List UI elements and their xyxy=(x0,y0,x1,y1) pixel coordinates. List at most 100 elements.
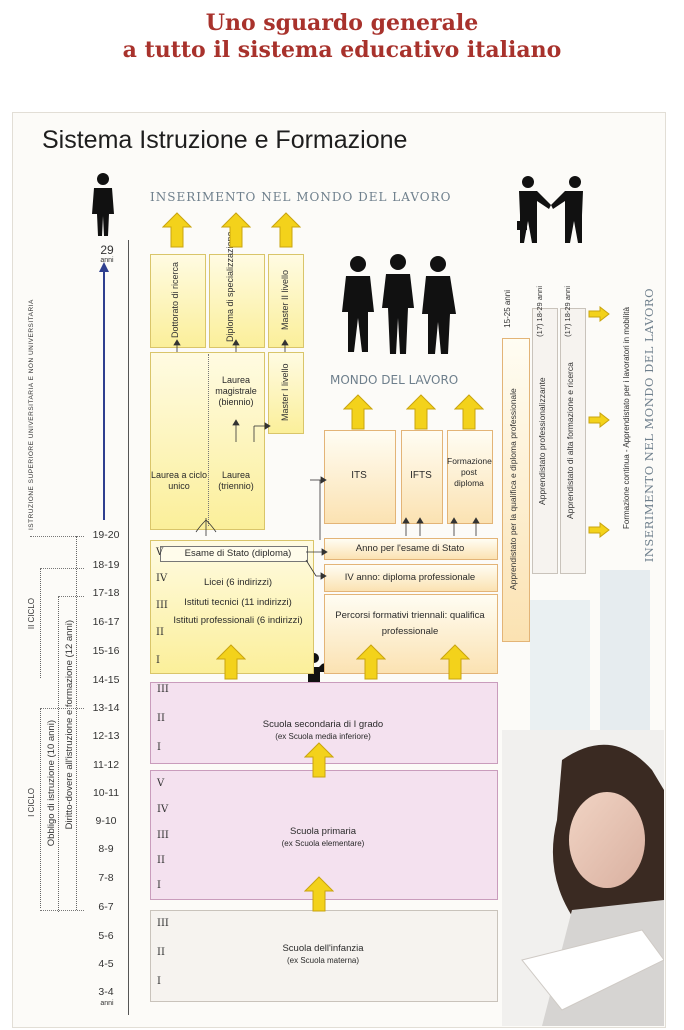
title-line-1: Uno sguardo generale xyxy=(205,10,479,36)
ifts-box xyxy=(401,430,443,524)
scuola-primaria-box xyxy=(150,770,498,900)
year-numeral: I xyxy=(157,976,161,987)
handshake-icon xyxy=(517,176,583,243)
age-label: 17-18 xyxy=(92,587,120,599)
obbligo-bracket xyxy=(58,596,59,912)
apprendistato-professionalizzante-box xyxy=(532,308,558,574)
media-sub: (ex Scuola media inferiore) xyxy=(275,732,371,741)
age-label: 5-6 xyxy=(98,930,114,942)
primaria-sub: (ex Scuola elementare) xyxy=(281,839,365,848)
formazione-continua-label: Formazione continua - Apprendistato per … xyxy=(622,307,631,529)
formazione-post-label: Formazione post diploma xyxy=(447,456,492,488)
age-label: 14-15 xyxy=(92,674,120,686)
age-label: 6-7 xyxy=(98,901,114,913)
year-numeral: II xyxy=(157,947,165,958)
title-line-2: a tutto il sistema educativo italiano xyxy=(122,37,562,63)
up-arrow-icon xyxy=(304,876,334,912)
laurea-triennio-label: Laurea (triennio) xyxy=(218,470,254,491)
mondo-lavoro-heading: MONDO DEL LAVORO xyxy=(330,373,459,387)
graduate-man-icon xyxy=(92,173,114,236)
age-label: 18-19 xyxy=(92,559,120,571)
istituti-professionali-label: Istituti professionali (6 indirizzi) xyxy=(173,615,303,626)
year-numeral: IV xyxy=(157,804,169,815)
up-arrow-icon xyxy=(406,394,436,430)
year-numeral: III xyxy=(156,600,168,611)
up-arrow-icon xyxy=(221,212,251,248)
secondary-connectors xyxy=(305,548,328,580)
age-label: 7-8 xyxy=(98,872,114,884)
apprendistato-professionalizzante-age: (17) 18-29 anni xyxy=(535,286,544,337)
age-label: 11-12 xyxy=(92,759,120,771)
year-numeral: III xyxy=(157,684,169,695)
age-label: 3-4 xyxy=(98,986,114,998)
age-label: 13-14 xyxy=(92,702,120,714)
diritto-dovere-label: Diritto-dovere all'istruzione e formazio… xyxy=(64,620,75,830)
apprendistato-qualifica-box xyxy=(502,338,530,642)
apprendistato-qualifica-age: 15-25 anni xyxy=(503,290,512,328)
up-arrow-icon xyxy=(304,742,334,778)
year-numeral: I xyxy=(156,655,160,666)
infanzia-sub: (ex Scuola materna) xyxy=(286,956,360,965)
apprendistato-alta-label: Apprendistato di alta formazione e ricer… xyxy=(565,362,575,520)
esame-stato-label: Esame di Stato (diploma) xyxy=(184,548,292,559)
istituti-tecnici-label: Istituti tecnici (11 indirizzi) xyxy=(184,597,292,608)
iv-anno-box xyxy=(324,564,498,592)
age-axis-arrow xyxy=(103,270,105,520)
age-34-unit: anni xyxy=(100,1000,114,1007)
anno-esame-label: Anno per l'esame di Stato xyxy=(355,543,465,554)
laurea-magistrale-label: Laurea magistrale (biennio) xyxy=(215,375,257,407)
up-arrow-icon xyxy=(440,644,470,680)
bracket-tick xyxy=(40,708,84,709)
up-arrow-icon xyxy=(271,212,301,248)
age-axis xyxy=(128,240,129,1015)
laurea-ciclo-unico-label: Laurea a ciclo unico xyxy=(150,470,208,491)
university-connectors xyxy=(173,339,289,536)
primaria-name: Scuola primaria xyxy=(290,826,356,837)
anno-esame-box xyxy=(324,538,498,560)
apprendistato-alta-box xyxy=(560,308,586,574)
age-29: 29 xyxy=(100,243,114,257)
age-label: 10-11 xyxy=(92,787,120,799)
licei-label: Licei (6 indirizzi) xyxy=(203,577,273,588)
age-label: 9-10 xyxy=(95,815,117,827)
its-box xyxy=(324,430,396,524)
top-heading: INSERIMENTO NEL MONDO DEL LAVORO xyxy=(150,190,452,204)
age-label: 12-13 xyxy=(92,730,120,742)
apprendistato-professionalizzante-label: Apprendistato professionalizzante xyxy=(537,377,547,505)
age-axis-arrow-head-icon xyxy=(99,262,109,272)
obbligo-label: Obbligo di istruzione (10 anni) xyxy=(46,720,57,847)
percorsi-label: Percorsi formativi triennali: qualifica … xyxy=(335,610,485,637)
master-ii-box xyxy=(268,254,304,348)
year-numeral: V xyxy=(156,547,164,558)
diritto-dovere-bracket xyxy=(76,536,77,910)
year-numeral: I xyxy=(157,880,161,891)
age-label: 19-20 xyxy=(92,529,120,541)
age-label: 4-5 xyxy=(98,958,114,970)
age-label: 16-17 xyxy=(92,616,120,628)
right-heading: INSERIMENTO NEL MONDO DEL LAVORO xyxy=(642,288,656,563)
apprendistato-qualifica-label: Apprendistato per la qualifica e diploma… xyxy=(508,388,518,590)
year-numeral: IV xyxy=(156,573,168,584)
right-arrow-icon xyxy=(588,522,610,538)
panel-title: Sistema Istruzione e Formazione xyxy=(42,126,408,154)
year-numeral: III xyxy=(157,830,169,841)
right-arrow-icon xyxy=(588,306,610,322)
laurea-block xyxy=(150,352,265,530)
apprendistato-alta-age: (17) 18-29 anni xyxy=(563,286,572,337)
ifts-label: IFTS xyxy=(410,470,432,481)
main-title: Uno sguardo generale a tutto il sistema … xyxy=(0,10,684,64)
bracket-tick xyxy=(40,568,84,569)
up-arrow-icon xyxy=(343,394,373,430)
media-name: Scuola secondaria di I grado xyxy=(262,719,384,730)
its-label: ITS xyxy=(351,470,367,481)
i-ciclo-label: I CICLO xyxy=(27,788,36,817)
year-numeral: V xyxy=(157,778,165,789)
age-29-unit: anni xyxy=(100,257,114,264)
age-label: 15-16 xyxy=(92,645,120,657)
year-numeral: II xyxy=(157,855,165,866)
tertiary-connectors xyxy=(310,476,480,540)
up-arrow-icon xyxy=(216,644,246,680)
i-ciclo-bracket xyxy=(40,708,41,908)
bracket-tick xyxy=(58,596,84,597)
scuola-infanzia-box xyxy=(150,910,498,1002)
